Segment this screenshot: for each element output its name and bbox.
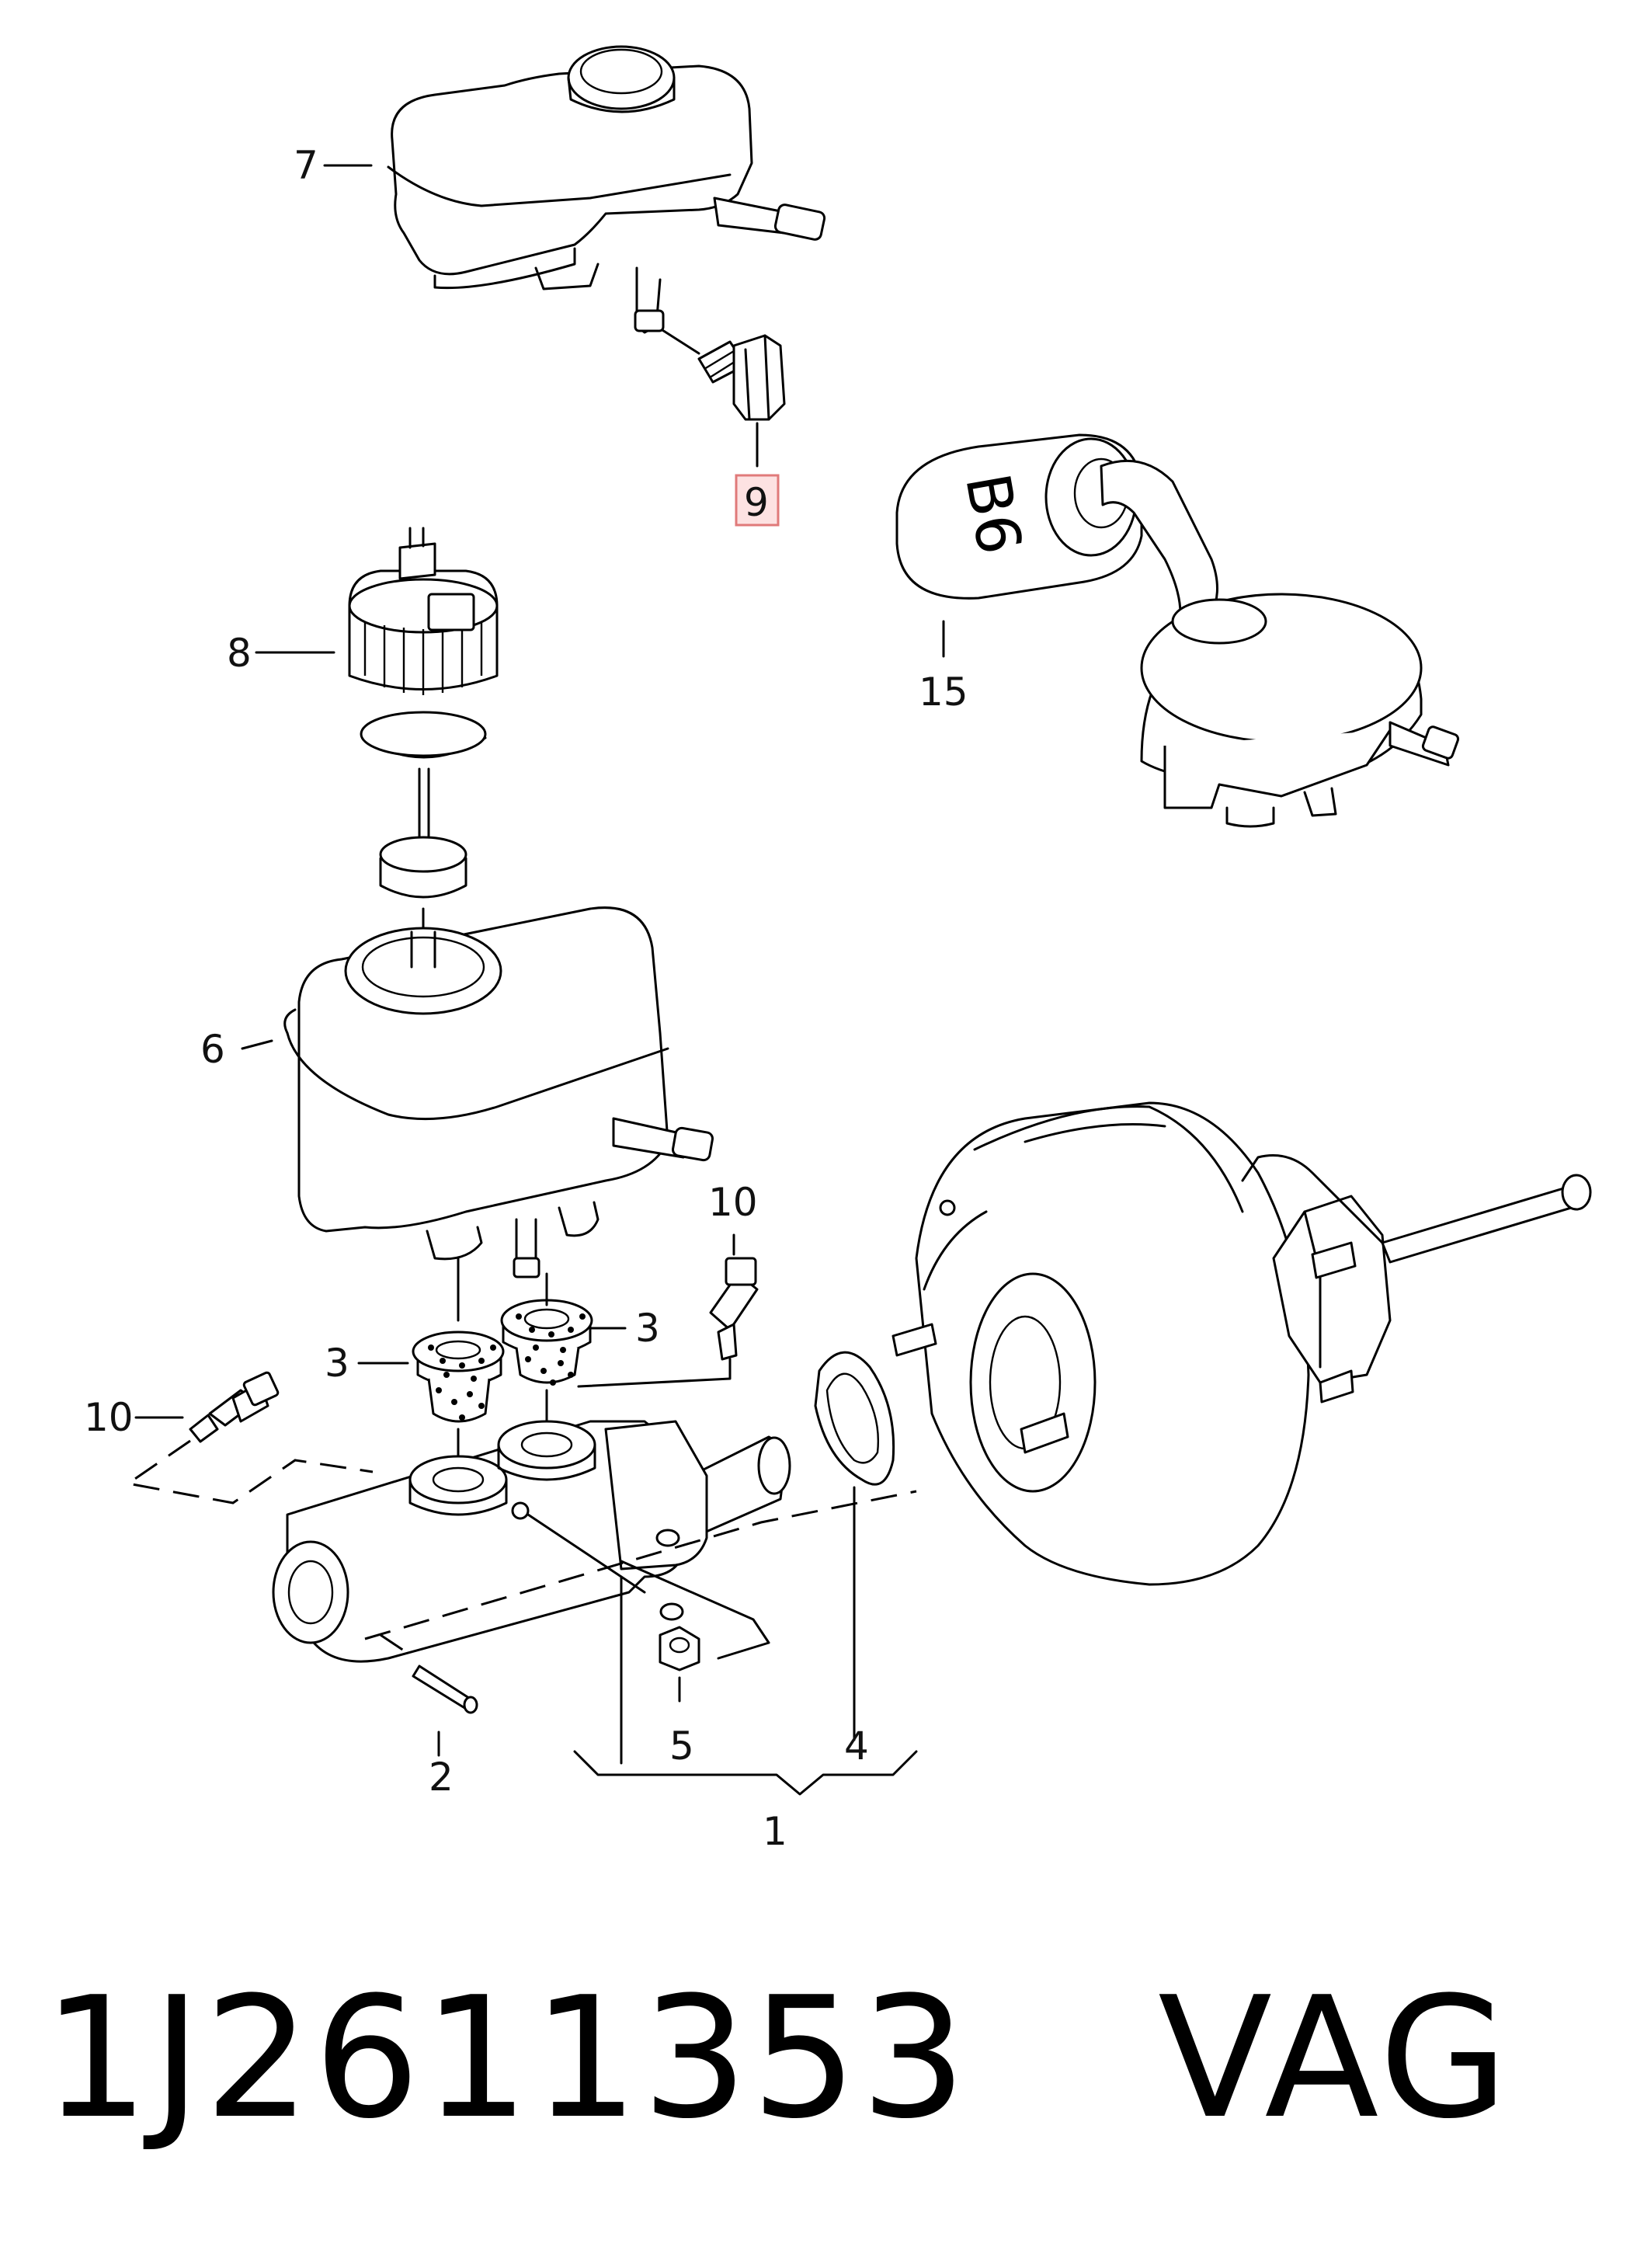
callout-1: 1 — [763, 1809, 787, 1854]
part-1-master-cylinder — [272, 1420, 1166, 1663]
exploded-parts-diagram: B6 7 9 8 15 6 10 3 3 10 2 5 4 1 — [84, 45, 1592, 1854]
part-15-booster-assembly — [895, 433, 1460, 828]
part-4-gasket — [814, 1351, 895, 1741]
part-7-reservoir-upper — [387, 45, 826, 355]
callout-2: 2 — [429, 1755, 454, 1800]
b6-label: B6 — [951, 468, 1034, 559]
callout-3-right: 3 — [635, 1306, 660, 1351]
callout-6: 6 — [200, 1027, 225, 1072]
callout-9: 9 — [744, 480, 769, 525]
callout-3-left: 3 — [325, 1341, 349, 1386]
part-3-grommet-left — [412, 1257, 505, 1462]
highlight-box-9 — [735, 474, 780, 527]
callout-numbers: 7 9 8 15 6 10 3 3 10 2 5 4 1 — [84, 143, 968, 1854]
callout-7: 7 — [294, 143, 318, 188]
callout-10-right: 10 — [708, 1180, 758, 1225]
part-10-sensor-left — [125, 1371, 374, 1504]
brake-booster-main — [891, 1101, 1592, 1586]
callout-leaders — [134, 164, 918, 1796]
part-6-reservoir — [283, 906, 714, 1278]
callout-4: 4 — [844, 1724, 869, 1769]
part-10-sensor-right — [577, 1233, 759, 1388]
callout-5: 5 — [669, 1724, 694, 1769]
callout-8: 8 — [227, 631, 252, 676]
part-3-grommet-right — [500, 1272, 593, 1423]
brand-name: VAG — [1158, 1960, 1512, 2155]
part-8-cap-sensor — [348, 527, 499, 934]
part-5-nut — [659, 1626, 700, 1703]
callout-15: 15 — [919, 670, 968, 715]
grommet-dot-texture — [428, 1313, 586, 1421]
part-number-footer: 1J2611353 VAG — [43, 1957, 1511, 2159]
part-number: 1J2611353 — [43, 1960, 970, 2155]
callout-10-left: 10 — [84, 1395, 134, 1440]
part-9-bolt — [697, 334, 786, 468]
part-2-pin — [380, 1633, 478, 1757]
